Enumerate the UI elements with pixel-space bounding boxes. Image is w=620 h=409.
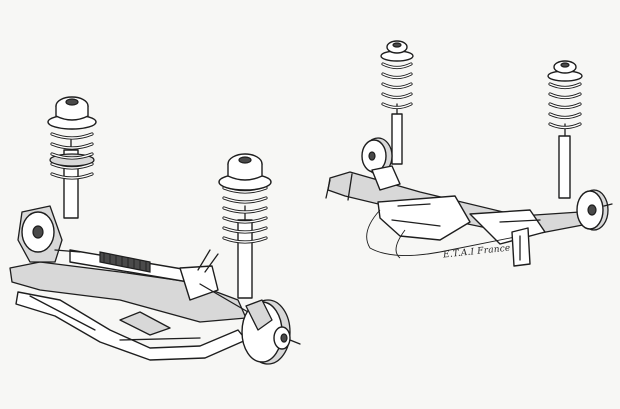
front-left-knuckle <box>17 205 81 263</box>
front-right-strut <box>218 153 272 299</box>
rear-torsion-beam <box>325 171 589 245</box>
front-subframe <box>9 261 247 361</box>
front-right-brake-disc <box>241 299 301 365</box>
steering-rack <box>69 249 249 313</box>
rear-right-bracket <box>511 227 531 267</box>
front-left-strut <box>47 96 97 219</box>
front-suspension-assembly <box>9 96 301 365</box>
rear-right-shock-absorber <box>547 60 583 199</box>
rear-left-brake-drum <box>361 137 401 191</box>
front-right-coil-spring <box>222 186 268 244</box>
rear-suspension-assembly <box>325 40 613 267</box>
rear-right-coil-spring <box>548 82 582 130</box>
rear-left-shock-absorber <box>380 40 414 165</box>
rear-right-brake-drum <box>576 189 613 231</box>
rear-brake-cables <box>366 209 521 259</box>
rear-left-coil-spring <box>381 62 413 110</box>
